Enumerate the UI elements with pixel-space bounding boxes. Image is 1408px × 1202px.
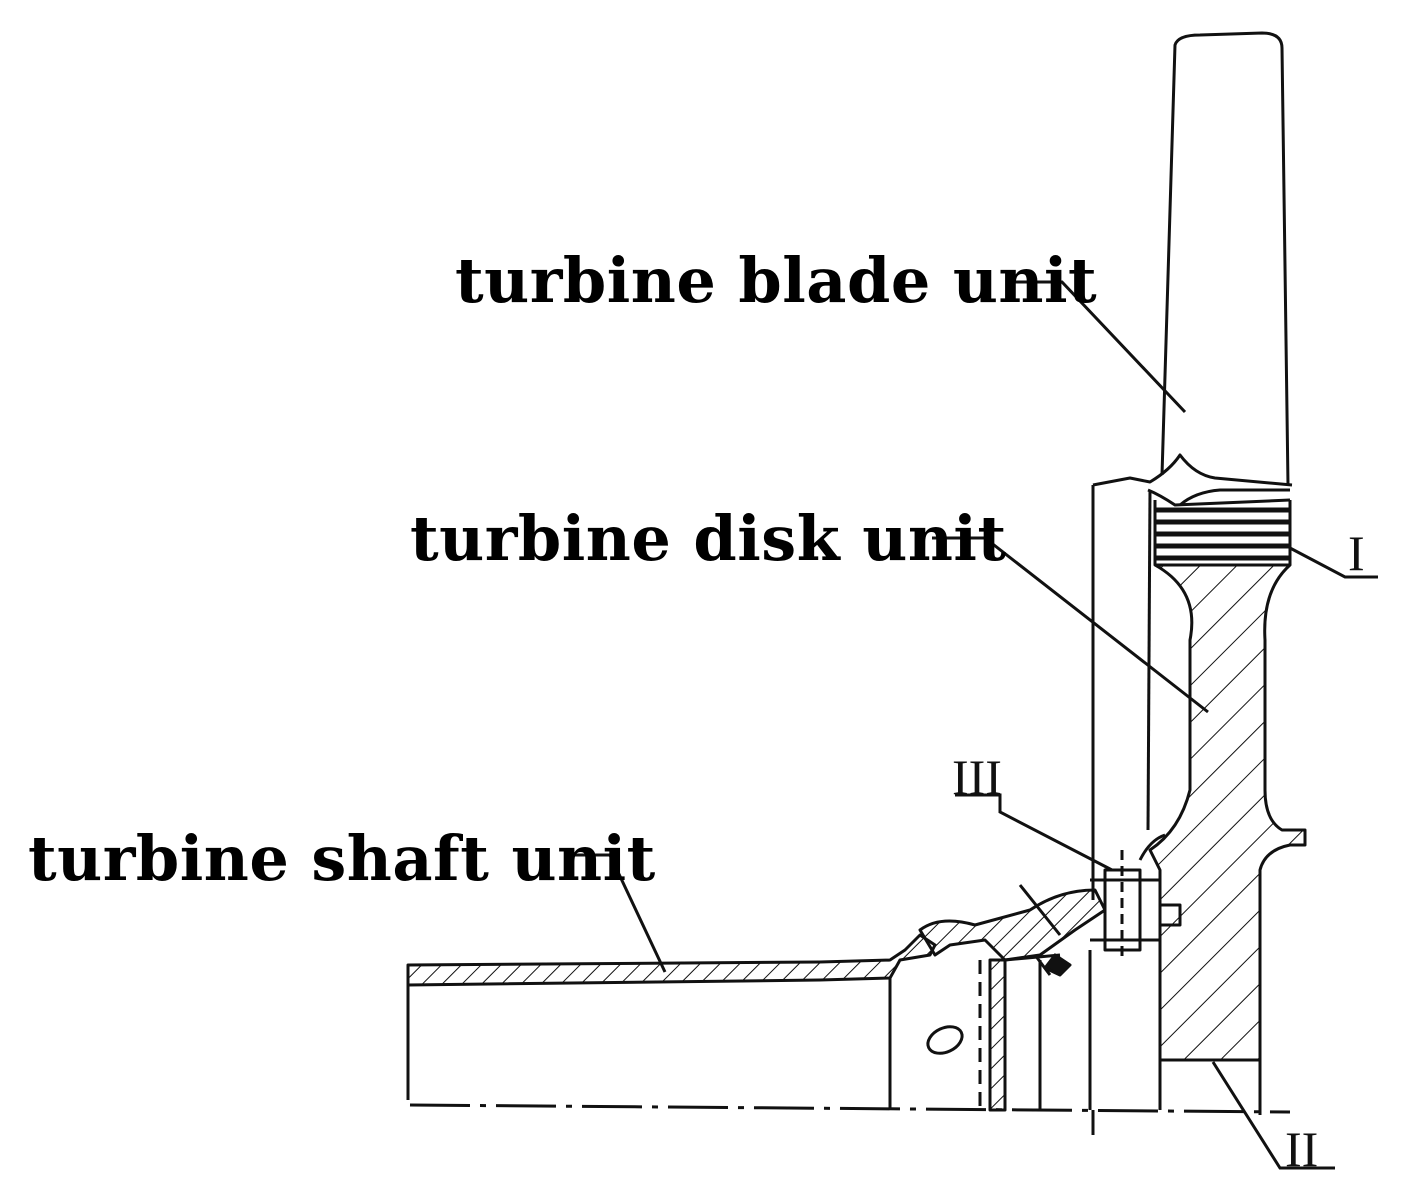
leader-blade: [1008, 280, 1187, 414]
shaft-cone: [918, 888, 1107, 962]
marker-i: I: [1348, 525, 1365, 581]
leader-shaft: [565, 853, 667, 973]
label-turbine-shaft-unit: turbine shaft unit: [28, 822, 656, 895]
axis-line: [409, 1103, 1291, 1114]
marker-iii: III: [952, 749, 1002, 805]
bolt: [1103, 868, 1142, 952]
leader-iii: [955, 793, 1113, 872]
label-turbine-disk-unit: turbine disk unit: [410, 502, 1007, 575]
leader-i: [1289, 546, 1378, 579]
label-turbine-blade-unit: turbine blade unit: [455, 244, 1098, 317]
leader-ii: [1211, 1061, 1335, 1170]
turbine-blade: [1160, 31, 1290, 486]
turbine-disk-section: [1148, 563, 1307, 1062]
blade-platform: [1092, 453, 1293, 487]
shaft-tube: [406, 933, 937, 987]
leader-disk: [932, 536, 1209, 714]
marker-ii: II: [1285, 1121, 1319, 1177]
fir-tree-serrations: [1155, 507, 1290, 561]
